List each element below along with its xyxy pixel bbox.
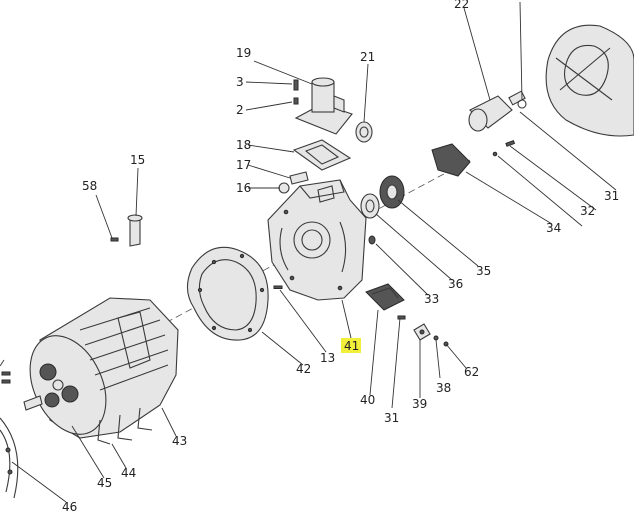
- callout-38: 38: [436, 381, 451, 395]
- part-58-pin: [110, 237, 119, 242]
- part-17-bolt: [289, 171, 309, 185]
- callout-2: 2: [236, 103, 244, 117]
- part-15-drain-plug: [127, 214, 143, 247]
- part-41-pump-housing: [267, 179, 367, 301]
- callout-33: 33: [424, 292, 439, 306]
- part-rear-cover: [545, 24, 634, 137]
- part-32-screw: [492, 151, 498, 157]
- part-31-washer-top: [517, 99, 527, 109]
- callout-3: 3: [236, 75, 244, 89]
- part-13-pin: [273, 285, 283, 289]
- callout-31-top: 31: [604, 189, 619, 203]
- part-39-plate: [413, 323, 431, 341]
- callout-62: 62: [464, 365, 479, 379]
- part-21-nut: [355, 121, 373, 143]
- part-35-impeller: [379, 175, 405, 209]
- callout-40: 40: [360, 393, 375, 407]
- callout-21: 21: [360, 50, 375, 64]
- callout-42: 42: [296, 362, 311, 376]
- callout-41-highlight: [341, 338, 361, 353]
- callout-45: 45: [97, 476, 112, 490]
- part-16-nut: [278, 182, 290, 194]
- part-34-diffuser: [431, 143, 471, 177]
- callout-44: 44: [121, 466, 136, 480]
- callout-13: 13: [320, 351, 335, 365]
- callout-labels: 19 3 2 21 18 17 16 15 58 22 31 32 34 35 …: [62, 0, 619, 514]
- part-22-ejector: [468, 90, 526, 132]
- callout-41: 41: [344, 339, 359, 353]
- part-33-plug: [368, 235, 376, 245]
- callout-18: 18: [236, 138, 251, 152]
- part-46-flange: [0, 417, 19, 499]
- callout-31-bottom: 31: [384, 411, 399, 425]
- callout-34: 34: [546, 221, 561, 235]
- part-3-screw: [293, 79, 299, 91]
- callout-17: 17: [236, 158, 251, 172]
- leader-lines: [0, 1, 617, 503]
- callout-43: 43: [172, 434, 187, 448]
- part-45-shaft: [23, 395, 43, 411]
- callout-36: 36: [448, 277, 463, 291]
- part-small-keys: [1, 371, 11, 384]
- part-43-motor-housing: [29, 297, 179, 445]
- part-18-plate-gasket: [292, 139, 352, 171]
- part-42-gasket: [186, 246, 269, 341]
- part-19-outlet-fitting: [294, 77, 353, 135]
- part-36-seal-ring: [360, 193, 380, 219]
- callout-16: 16: [236, 181, 251, 195]
- part-31-screw-top: [505, 140, 516, 147]
- callout-46: 46: [62, 500, 77, 514]
- part-2-screw: [293, 97, 299, 105]
- part-38-screw: [433, 335, 439, 341]
- part-40-plate: [365, 283, 405, 311]
- callout-22: 22: [454, 0, 469, 11]
- part-31-screw-bottom: [397, 315, 406, 320]
- callout-15: 15: [130, 153, 145, 167]
- callout-19: 19: [236, 46, 251, 60]
- callout-32: 32: [580, 204, 595, 218]
- callout-35: 35: [476, 264, 491, 278]
- callout-39: 39: [412, 397, 427, 411]
- callout-58: 58: [82, 179, 97, 193]
